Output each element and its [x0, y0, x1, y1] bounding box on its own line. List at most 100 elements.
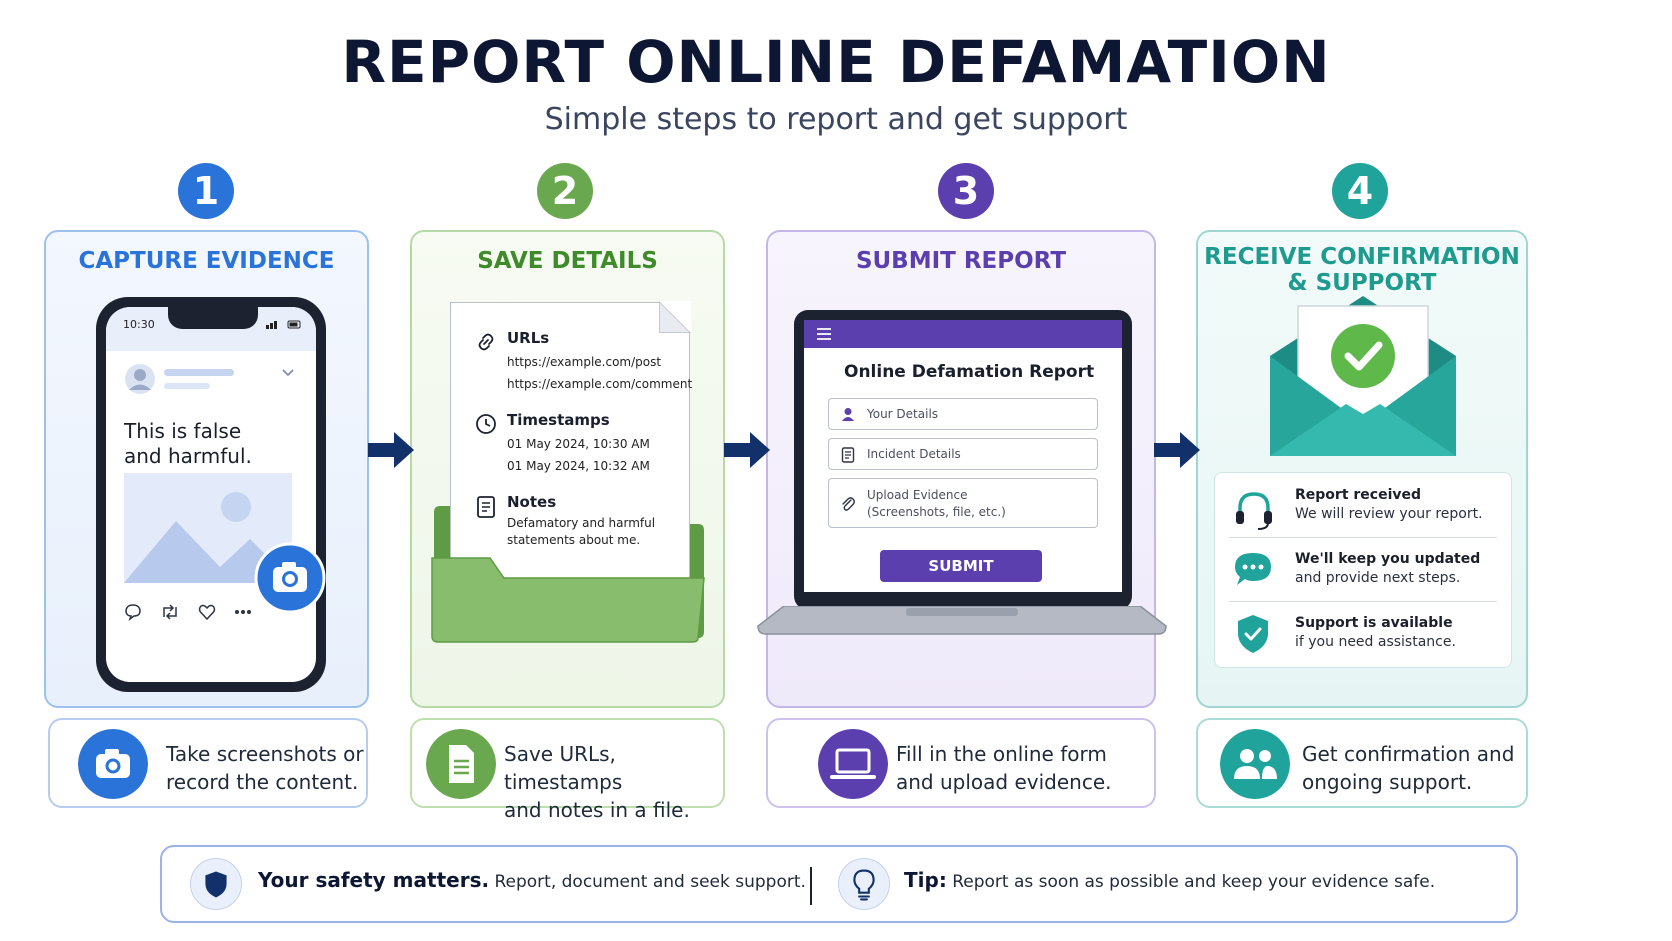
- phone-notch: [168, 307, 258, 329]
- step-4-title-line-1: RECEIVE CONFIRMATION: [1204, 244, 1520, 270]
- like-icon[interactable]: [198, 603, 216, 621]
- notes-line-2: statements about me.: [507, 533, 641, 547]
- safety-text: Report, document and seek support.: [494, 872, 806, 892]
- support-item-1: Report received We will review your repo…: [1295, 487, 1483, 522]
- step-4-description-line-2: ongoing support.: [1302, 770, 1473, 794]
- arrow-right-icon: [724, 432, 770, 468]
- step-4-description: Get confirmation and ongoing support.: [1302, 740, 1514, 796]
- step-1-badge: 1: [178, 163, 234, 219]
- your-details-field[interactable]: Your Details: [828, 398, 1098, 430]
- step-3-description-card: Fill in the online form and upload evide…: [766, 718, 1156, 808]
- your-details-label: Your Details: [867, 407, 939, 421]
- step-2-badge: 2: [537, 163, 593, 219]
- step-3-panel: SUBMIT REPORT Online Defamation Report Y…: [757, 230, 1167, 708]
- notes-heading: Notes: [507, 493, 557, 511]
- step-2-description-line-1: Save URLs, timestamps: [504, 742, 623, 794]
- support-item-2-text: and provide next steps.: [1295, 570, 1461, 586]
- timestamp-2: 01 May 2024, 10:32 AM: [507, 459, 650, 473]
- envelope-check-icon: [1270, 296, 1456, 456]
- support-item-3-heading: Support is available: [1295, 615, 1453, 631]
- step-2-description: Save URLs, timestamps and notes in a fil…: [504, 740, 723, 824]
- support-divider-2: [1229, 601, 1497, 602]
- step-4-title: RECEIVE CONFIRMATION & SUPPORT: [1198, 244, 1526, 296]
- document-icon: [426, 729, 496, 799]
- upload-evidence-hint: (Screenshots, file, etc.): [867, 505, 1006, 519]
- safety-bold: Your safety matters.: [258, 868, 490, 892]
- step-1-title: CAPTURE EVIDENCE: [78, 248, 335, 274]
- support-divider-1: [1229, 537, 1497, 538]
- step-3-description-line-2: and upload evidence.: [896, 770, 1112, 794]
- urls-section: URLs https://example.com/post https://ex…: [507, 329, 692, 395]
- paperclip-icon: [842, 497, 855, 511]
- support-item-1-heading: Report received: [1295, 487, 1422, 503]
- post-text-line-1: This is false: [124, 419, 242, 443]
- step-4-description-line-1: Get confirmation and: [1302, 742, 1515, 766]
- phone-time: 10:30: [123, 318, 155, 331]
- tip-message: Tip: Report as soon as possible and keep…: [904, 868, 1435, 892]
- timestamp-1: 01 May 2024, 10:30 AM: [507, 437, 650, 451]
- clock-icon: [476, 414, 496, 434]
- post-name-placeholder: [164, 369, 234, 376]
- lightbulb-icon: [838, 858, 890, 910]
- notes-line-1: Defamatory and harmful: [507, 516, 656, 530]
- step-1-description-line-2: record the content.: [166, 770, 359, 794]
- post-meta-placeholder: [164, 383, 210, 389]
- safety-message: Your safety matters. Report, document an…: [258, 868, 806, 892]
- step-4-title-line-2: & SUPPORT: [1287, 270, 1437, 296]
- laptop-base-icon: [757, 606, 1167, 635]
- comment-icon[interactable]: [124, 603, 142, 621]
- form-title: Online Defamation Report: [844, 362, 1095, 382]
- support-item-1-text: We will review your report.: [1295, 506, 1483, 522]
- file-icon: [841, 447, 855, 463]
- step-2-description-card: Save URLs, timestamps and notes in a fil…: [410, 718, 725, 822]
- incident-details-label: Incident Details: [867, 447, 961, 461]
- laptop-icon: [818, 729, 888, 799]
- camera-icon: [78, 729, 148, 799]
- step-1-panel: CAPTURE EVIDENCE 10:30 This is false and…: [44, 230, 369, 708]
- laptop-illustration: Online Defamation Report Your Details In…: [794, 310, 1132, 610]
- arrow-right-icon: [368, 432, 414, 468]
- step-1-description-card: Take screenshots or record the content.: [48, 718, 368, 808]
- step-2-description-line-2: and notes in a file.: [504, 798, 690, 822]
- step-3-badge: 3: [938, 163, 994, 219]
- post-text: This is false and harmful.: [124, 419, 252, 469]
- tip-bold: Tip:: [904, 868, 947, 892]
- post-text-line-2: and harmful.: [124, 444, 252, 468]
- timestamps-heading: Timestamps: [507, 411, 610, 429]
- headset-icon: [1236, 492, 1272, 530]
- repost-icon[interactable]: [160, 603, 180, 621]
- folder-icon: [431, 557, 705, 643]
- document-fold-corner: [659, 301, 691, 333]
- phone-status-icons: [266, 320, 301, 329]
- step-2-title: SAVE DETAILS: [477, 248, 658, 274]
- camera-button-icon[interactable]: [254, 542, 326, 614]
- support-item-3: Support is available if you need assista…: [1295, 615, 1456, 650]
- shield-check-icon: [1238, 615, 1268, 653]
- submit-button[interactable]: SUBMIT: [880, 550, 1042, 582]
- form-header-bar: [804, 320, 1122, 348]
- menu-icon[interactable]: [816, 328, 832, 340]
- shield-icon: [190, 858, 242, 910]
- timestamps-section: Timestamps 01 May 2024, 10:30 AM 01 May …: [507, 411, 650, 477]
- avatar-icon: [125, 364, 155, 394]
- incident-details-field[interactable]: Incident Details: [828, 438, 1098, 470]
- support-item-2: We'll keep you updated and provide next …: [1295, 551, 1480, 586]
- urls-heading: URLs: [507, 329, 550, 347]
- link-icon: [478, 333, 494, 351]
- url-1: https://example.com/post: [507, 355, 662, 369]
- support-item-2-heading: We'll keep you updated: [1295, 551, 1481, 567]
- chevron-down-icon[interactable]: [282, 369, 294, 377]
- phone-illustration: 10:30 This is false and harmful.: [96, 297, 326, 692]
- chat-icon: [1235, 553, 1271, 585]
- upload-evidence-label: Upload Evidence: [867, 488, 968, 502]
- support-item-3-text: if you need assistance.: [1295, 634, 1456, 650]
- upload-evidence-field[interactable]: Upload Evidence (Screenshots, file, etc.…: [828, 478, 1098, 528]
- step-4-panel: RECEIVE CONFIRMATION & SUPPORT Report re…: [1196, 230, 1528, 708]
- user-icon: [842, 408, 854, 421]
- tip-text: Report as soon as possible and keep your…: [952, 872, 1436, 892]
- more-icon[interactable]: [234, 609, 252, 615]
- footer-banner: Your safety matters. Report, document an…: [160, 845, 1518, 923]
- step-3-title: SUBMIT REPORT: [855, 248, 1067, 274]
- step-4-description-card: Get confirmation and ongoing support.: [1196, 718, 1528, 808]
- page-title: REPORT ONLINE DEFAMATION: [341, 28, 1331, 96]
